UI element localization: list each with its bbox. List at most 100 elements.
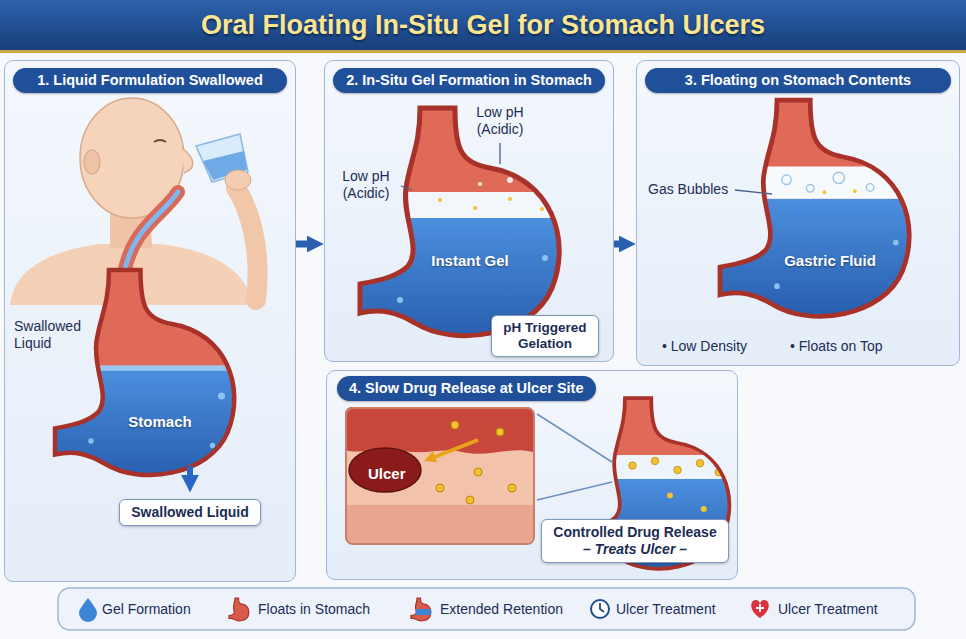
release-arrow — [432, 440, 478, 458]
drug-dot — [438, 198, 442, 202]
drug-dot — [508, 484, 516, 492]
callout-text: pH Triggered Gelation — [502, 320, 588, 352]
flow-arrow — [187, 466, 193, 480]
acid-bubble — [507, 177, 513, 183]
zoom-line — [537, 414, 612, 462]
leader-line — [735, 190, 772, 194]
leader-line — [499, 143, 500, 164]
figure-label: Gastric Fluid — [780, 252, 880, 270]
panel-heading: 2. In-Situ Gel Formation in Stomach — [333, 68, 605, 93]
gas-bubble — [806, 185, 814, 193]
drug-dot — [696, 460, 704, 468]
stomach-figure — [340, 108, 600, 378]
gas-bubble — [881, 164, 886, 169]
stomach-outline — [55, 270, 234, 475]
floating-gel — [701, 167, 948, 199]
drug-dot — [466, 496, 474, 504]
flow-arrow — [614, 241, 624, 248]
heart-cross — [756, 604, 764, 612]
bubble — [893, 240, 899, 246]
ulcer-label: Ulcer — [368, 465, 406, 483]
gastric-fluid — [701, 199, 948, 351]
stomach-figure — [37, 270, 271, 513]
nose — [182, 148, 193, 173]
legend-text: Floats in Stomach — [258, 601, 370, 618]
figure-label: Instant Gel — [420, 252, 520, 270]
arm — [236, 188, 258, 300]
stomach-icon-shape — [229, 598, 249, 621]
legend-text: Extended Retention — [440, 601, 563, 618]
step-panel: 4. Slow Drug Release at Ulcer SiteUlcerC… — [326, 370, 738, 580]
hand — [225, 170, 251, 190]
bubble — [774, 283, 780, 289]
leader-line — [401, 186, 412, 190]
drop-icon — [79, 598, 97, 622]
drug-dot — [496, 428, 504, 436]
step-panel: 3. Floating on Stomach Contents — [636, 60, 960, 366]
ulcer-tissue — [345, 407, 533, 543]
panel-heading: 4. Slow Drug Release at Ulcer Site — [337, 376, 596, 401]
heart-icon — [751, 600, 769, 618]
legend-bar — [58, 588, 915, 630]
callout-box: Controlled Drug Release– Treats Ulcer – — [541, 519, 729, 563]
zoom-line — [537, 482, 612, 500]
figure-label: • Low Density — [662, 338, 786, 355]
drug-dot — [540, 207, 544, 211]
clock-icon — [591, 600, 609, 618]
bubble — [210, 443, 215, 448]
ulcer-crater — [349, 448, 421, 492]
drug-dot — [508, 197, 512, 201]
eye — [154, 140, 166, 142]
stomach-outline — [360, 108, 559, 336]
bubble — [88, 438, 93, 443]
callout-text: Swallowed Liquid — [130, 504, 250, 521]
fluid-surface — [37, 365, 271, 370]
stomach-icon-fluid — [412, 609, 432, 615]
acid-bubble — [478, 182, 482, 186]
legend-text: Ulcer Treatment — [778, 601, 878, 618]
panel-fill — [4, 60, 296, 582]
panel-heading: 1. Liquid Formulation Swallowed — [13, 68, 287, 93]
panel-heading: 3. Floating on Stomach Contents — [645, 68, 951, 93]
drug-dot — [474, 468, 482, 476]
legend-text: Gel Formation — [102, 601, 191, 618]
drug-dot — [674, 466, 682, 474]
muscle-layer — [345, 505, 533, 543]
drug-dot — [823, 190, 827, 194]
stomach-outline — [720, 100, 909, 316]
ulcer-inset: Ulcer — [345, 407, 535, 545]
figure-label: Stomach — [110, 413, 210, 431]
flow-arrow — [296, 241, 312, 248]
drug-dot — [667, 493, 673, 499]
callout-box: pH Triggered Gelation — [491, 315, 599, 357]
step-panel: 2. In-Situ Gel Formation in Stomach pH Tr… — [324, 60, 614, 362]
liquid-flow — [124, 192, 178, 274]
bubble — [218, 392, 225, 399]
stomach-figure — [701, 100, 948, 351]
drug-dot — [473, 206, 477, 210]
figure-label: Low pH (Acidic) — [468, 104, 532, 138]
drug-dot — [436, 484, 444, 492]
panel-fill — [636, 60, 960, 366]
callout-text: – Treats Ulcer – — [552, 541, 718, 558]
callout-box: Swallowed Liquid — [119, 499, 261, 526]
drug-dot — [451, 421, 459, 429]
stomach-icon — [411, 598, 432, 621]
legend-text: Ulcer Treatment — [616, 601, 716, 618]
callout-text: Controlled Drug Release — [552, 524, 718, 541]
gas-bubble — [866, 184, 874, 192]
drug-dot — [701, 506, 707, 512]
page-title: Oral Floating In-Situ Gel for Stomach Ul… — [0, 9, 966, 41]
gas-bubble — [833, 172, 844, 183]
figure-label: Gas Bubbles — [648, 181, 734, 198]
drug-dot — [853, 189, 857, 193]
title-bar — [0, 0, 966, 52]
ear — [84, 150, 100, 174]
esophagus-tube — [124, 192, 178, 274]
stomach-icon — [229, 598, 249, 621]
stomach-figure — [565, 398, 760, 599]
bubble — [397, 297, 403, 303]
figure-label: • Floats on Top — [790, 338, 930, 355]
bubble — [542, 255, 548, 261]
